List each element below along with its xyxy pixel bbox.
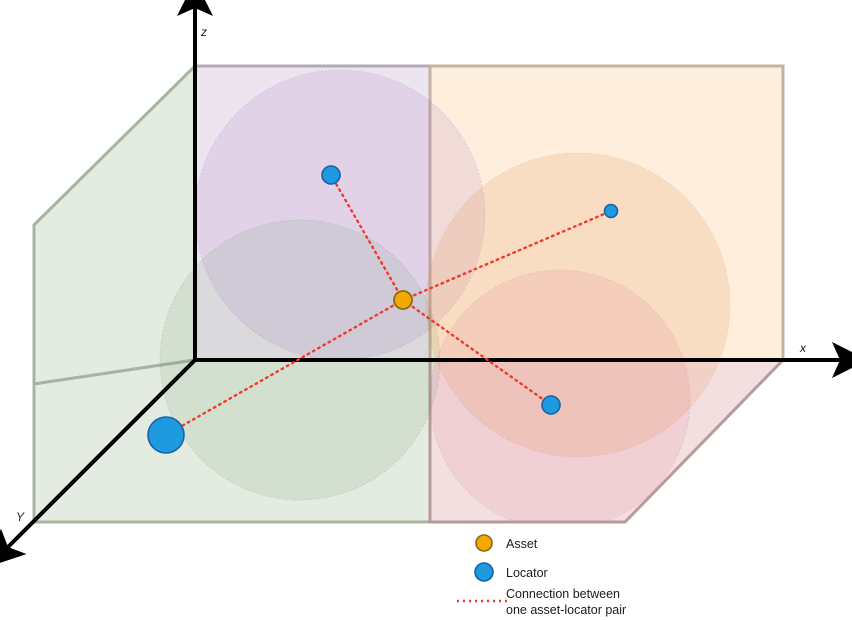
y-axis-label: Y bbox=[16, 510, 25, 524]
zone-pink bbox=[429, 269, 691, 522]
connection-line-1 bbox=[164, 298, 405, 437]
x-axis-label: x bbox=[799, 341, 807, 355]
legend-label-3-line2: one asset-locator pair bbox=[506, 603, 626, 617]
locator-right[interactable] bbox=[603, 203, 619, 219]
legend-marker-1 bbox=[475, 534, 493, 552]
y-axis-line bbox=[0, 358, 197, 567]
points-layer bbox=[147, 165, 619, 454]
axis-labels: x Y z bbox=[16, 25, 807, 524]
legend-label-3-line1: Connection between bbox=[506, 587, 620, 601]
axes-layer bbox=[0, 0, 852, 567]
locator-top[interactable] bbox=[321, 165, 341, 185]
connection-line-2 bbox=[329, 173, 405, 302]
legend-label-1: Asset bbox=[506, 537, 538, 551]
connection-line-4 bbox=[401, 298, 553, 407]
asset-point[interactable] bbox=[393, 290, 413, 310]
zone-orange bbox=[425, 152, 731, 458]
zone-lavender bbox=[194, 69, 486, 361]
planes-layer bbox=[32, 62, 787, 524]
z-axis-label: z bbox=[200, 25, 207, 39]
connection-line-3 bbox=[401, 209, 613, 302]
locator-lower-right[interactable] bbox=[541, 395, 561, 415]
locator-bottom-left[interactable] bbox=[147, 416, 185, 454]
legend-label-2: Locator bbox=[506, 566, 548, 580]
legend-marker-2 bbox=[474, 562, 494, 582]
connections-layer bbox=[164, 173, 613, 437]
